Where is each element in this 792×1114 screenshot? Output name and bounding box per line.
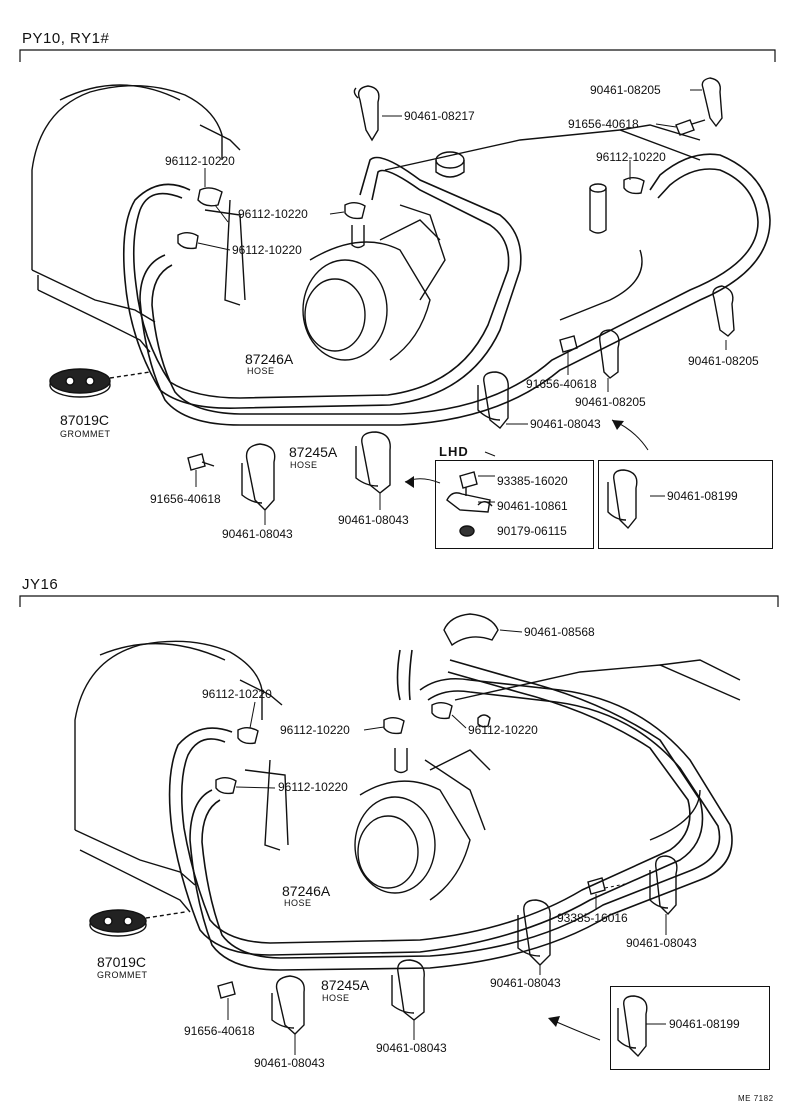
part-label-87246a: 87246A bbox=[245, 351, 294, 367]
top-hose-87246a bbox=[122, 156, 522, 409]
part-label-96112-10220-e: 96112-10220 bbox=[202, 687, 272, 701]
part-label-90461-10861: 90461-10861 bbox=[497, 499, 568, 513]
part-label-90461-08043-f: 90461-08043 bbox=[254, 1056, 325, 1070]
part-label-90461-08199-top: 90461-08199 bbox=[667, 489, 738, 503]
part-label-90461-08205-c: 90461-08205 bbox=[575, 395, 646, 409]
part-label-96112-10220-h: 96112-10220 bbox=[278, 780, 348, 794]
top-engine-outline bbox=[31, 84, 701, 361]
bottom-08199-box bbox=[610, 986, 770, 1070]
part-label-90461-08199-bottom: 90461-08199 bbox=[669, 1017, 740, 1031]
part-sublabel-87019c-grommet: GROMMET bbox=[60, 429, 111, 439]
part-label-87019c: 87019C bbox=[60, 412, 110, 428]
part-label-90461-08043-g: 90461-08043 bbox=[376, 1041, 447, 1055]
part-label-91656-40618-c: 91656-40618 bbox=[150, 492, 221, 506]
lhd-parts bbox=[446, 469, 638, 537]
part-label-90461-08043-b: 90461-08043 bbox=[222, 527, 293, 541]
part-label-96112-10220-d: 96112-10220 bbox=[232, 243, 302, 257]
bottom-grommet bbox=[89, 909, 186, 937]
part-sublabel-87246a-hose-bottom: HOSE bbox=[284, 898, 312, 908]
part-label-90461-08205-a: 90461-08205 bbox=[590, 83, 661, 97]
part-label-90461-08568: 90461-08568 bbox=[524, 625, 595, 639]
part-label-90461-08043-a: 90461-08043 bbox=[530, 417, 601, 431]
part-label-91656-40618-b: 91656-40618 bbox=[526, 377, 597, 391]
part-label-96112-10220-c: 96112-10220 bbox=[238, 207, 308, 221]
part-label-87245a: 87245A bbox=[289, 444, 338, 460]
part-label-87246a-bottom: 87246A bbox=[282, 883, 331, 899]
top-clips bbox=[177, 77, 735, 512]
part-label-91656-40618-a: 91656-40618 bbox=[568, 117, 639, 131]
part-label-90461-08043-e: 90461-08043 bbox=[490, 976, 561, 990]
part-label-87019c-bottom: 87019C bbox=[97, 954, 147, 970]
part-sublabel-87246a-hose: HOSE bbox=[247, 366, 275, 376]
part-label-90461-08043-c: 90461-08043 bbox=[338, 513, 409, 527]
top-08199-box bbox=[598, 460, 773, 549]
part-sublabel-87019c-grommet-bottom: GROMMET bbox=[97, 970, 148, 980]
drawing-code: ME 7182 bbox=[738, 1094, 774, 1103]
part-sublabel-87245a-hose-bottom: HOSE bbox=[322, 993, 350, 1003]
part-label-90461-08205-b: 90461-08205 bbox=[688, 354, 759, 368]
bottom-hose-87246a bbox=[168, 659, 704, 956]
bottom-arrowheads bbox=[548, 1016, 560, 1027]
section-frames bbox=[19, 49, 779, 607]
part-label-90179-06115: 90179-06115 bbox=[497, 524, 567, 538]
part-label-93385-16016: 93385-16016 bbox=[557, 911, 628, 925]
part-label-96112-10220-f: 96112-10220 bbox=[280, 723, 350, 737]
part-label-96112-10220-a: 96112-10220 bbox=[165, 154, 235, 168]
top-arrowheads bbox=[405, 420, 624, 488]
part-label-96112-10220-g: 96112-10220 bbox=[468, 723, 538, 737]
section-title-bottom: JY16 bbox=[22, 576, 59, 593]
bottom-engine-outline bbox=[74, 640, 741, 913]
section-title-top: PY10, RY1# bbox=[22, 30, 110, 47]
top-grommet bbox=[49, 368, 151, 398]
part-label-91656-40618-d: 91656-40618 bbox=[184, 1024, 255, 1038]
part-label-93385-16020: 93385-16020 bbox=[497, 474, 568, 488]
part-label-90461-08043-d: 90461-08043 bbox=[626, 936, 697, 950]
bottom-leaders bbox=[227, 629, 667, 1055]
top-hose-87245a bbox=[139, 153, 771, 426]
part-sublabel-87245a-hose: HOSE bbox=[290, 460, 318, 470]
bottom-clips bbox=[215, 613, 678, 1058]
part-label-87245a-bottom: 87245A bbox=[321, 977, 370, 993]
part-label-96112-10220-b: 96112-10220 bbox=[596, 150, 666, 164]
part-label-90461-08217: 90461-08217 bbox=[404, 109, 475, 123]
lhd-label: LHD bbox=[439, 444, 469, 459]
lhd-box bbox=[435, 460, 594, 549]
